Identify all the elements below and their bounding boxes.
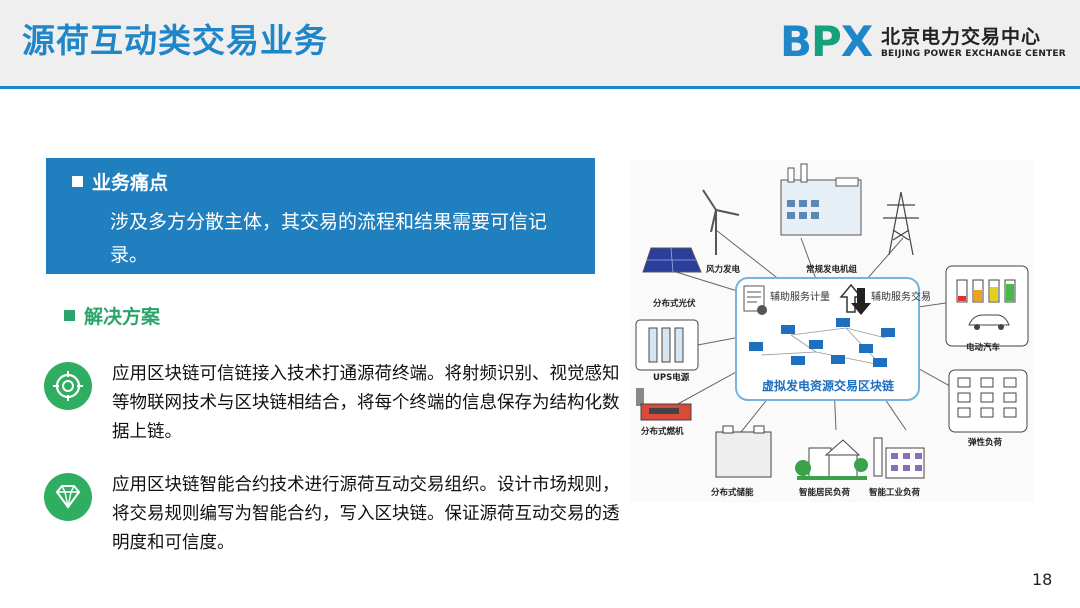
industry-label: 智能工业负荷 <box>868 487 921 498</box>
pain-point-heading-text: 业务痛点 <box>92 172 169 194</box>
logo-chinese-name: 北京电力交易中心 <box>881 26 1042 48</box>
ups-label: UPS电源 <box>653 372 690 383</box>
logo-mark-p: P <box>811 17 842 66</box>
ev-charging-icon <box>945 265 1029 347</box>
logo-mark-b: B <box>780 17 812 66</box>
bullet-square-icon <box>72 176 83 187</box>
ups-battery-icon <box>635 319 699 371</box>
laptop-network-icon <box>749 318 895 367</box>
storage-battery-icon <box>715 425 772 478</box>
logo-mark: BPX <box>780 17 873 66</box>
storage-label: 分布式储能 <box>711 487 754 498</box>
target-icon <box>44 362 92 410</box>
flex-label: 弹性负荷 <box>968 437 1003 448</box>
factory-icon <box>780 163 862 236</box>
solar-label: 分布式光伏 <box>653 298 696 309</box>
logo-mark-x: X <box>840 17 873 66</box>
page-title: 源荷互动类交易业务 <box>22 21 328 60</box>
gas-turbine-icon <box>636 388 692 421</box>
header-divider <box>0 86 1080 89</box>
logo-english-name: BEIJING POWER EXCHANGE CENTER <box>881 49 1066 59</box>
virtual-power-blockchain-diagram: 辅助服务计量 辅助服务交易 虚拟发电资源交易区块链 <box>631 160 1034 502</box>
solution-item-text: 应用区块链智能合约技术进行源荷互动交易组织。设计市场规则，将交易规则编写为智能合… <box>112 475 620 553</box>
diamond-icon <box>44 473 92 521</box>
industrial-icon <box>873 437 925 479</box>
exchange-arrows-icon <box>839 283 871 315</box>
thermal-label: 常规发电机组 <box>806 264 858 275</box>
flexible-load-icon <box>948 369 1028 433</box>
gas-label: 分布式燃机 <box>641 426 684 437</box>
logo: BPX 北京电力交易中心 BEIJING POWER EXCHANGE CENT… <box>780 18 1070 68</box>
solution-heading: 解决方案 <box>64 302 160 329</box>
transmission-tower-icon <box>883 191 919 256</box>
bullet-square-icon <box>64 310 75 321</box>
ev-label: 电动汽车 <box>966 342 1001 353</box>
blockchain-frame <box>735 277 920 401</box>
pain-point-box: 业务痛点 涉及多方分散主体，其交易的流程和结果需要可信记录。 <box>46 158 595 274</box>
pain-point-heading: 业务痛点 <box>72 168 168 195</box>
blockchain-center-label: 虚拟发电资源交易区块链 <box>762 378 895 393</box>
document-check-icon <box>743 285 767 315</box>
resident-label: 智能居民负荷 <box>798 487 851 498</box>
wind-turbine-icon <box>702 189 740 255</box>
solution-item-text: 应用区块链可信链接入技术打通源荷终端。将射频识别、视觉感知等物联网技术与区块链相… <box>112 364 620 442</box>
residential-icon <box>795 439 868 480</box>
pain-point-text: 涉及多方分散主体，其交易的流程和结果需要可信记录。 <box>110 211 548 266</box>
page-number: 18 <box>1032 570 1053 589</box>
wind-label: 风力发电 <box>706 264 741 275</box>
solar-panel-icon <box>642 247 702 273</box>
aux-trade-label: 辅助服务交易 <box>871 290 931 303</box>
solution-heading-text: 解决方案 <box>84 306 161 328</box>
header-bar: 源荷互动类交易业务 BPX 北京电力交易中心 BEIJING POWER EXC… <box>0 0 1080 86</box>
aux-measure-label: 辅助服务计量 <box>770 290 830 303</box>
